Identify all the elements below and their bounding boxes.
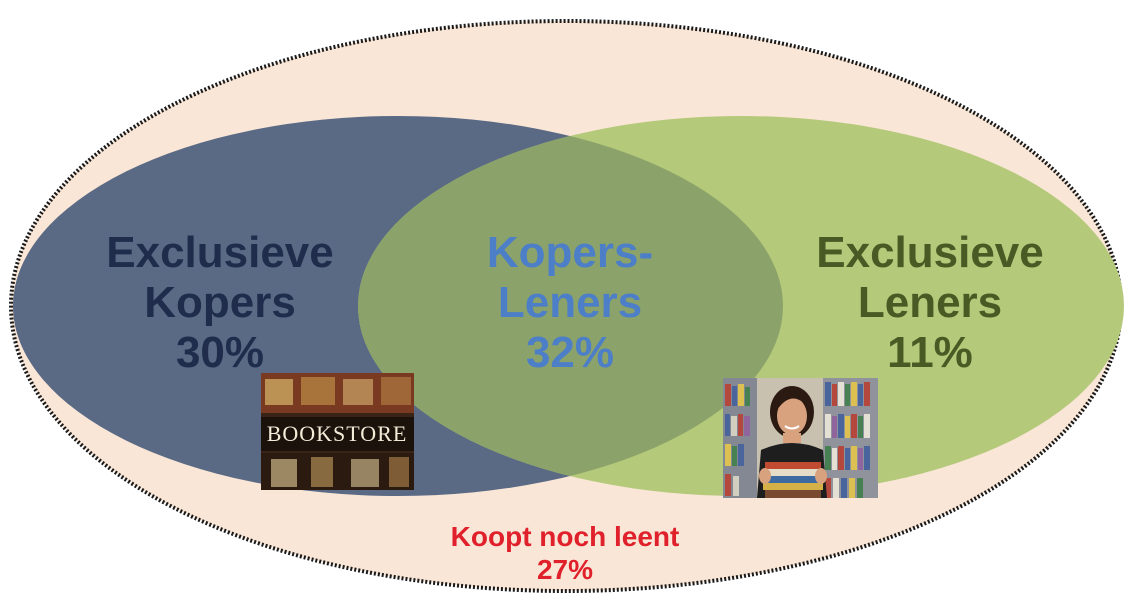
neither-line1: Koopt noch leent	[450, 521, 680, 552]
exclusive-buyers-value: 30%	[175, 328, 265, 377]
overlap-region	[358, 116, 783, 496]
exclusive-borrowers-value: 11%	[887, 328, 973, 377]
buyer-borrowers-line1: Kopers-	[486, 228, 654, 277]
bookstore-photo-icon: BOOKSTORE	[261, 373, 414, 490]
neither-label: Koopt noch leent 27%	[360, 520, 770, 586]
exclusive-buyers-line1: Exclusieve	[106, 228, 334, 277]
exclusive-borrowers-line1: Exclusieve	[816, 228, 1044, 277]
library-photo-icon	[723, 378, 878, 498]
exclusive-buyers-line2: Kopers	[144, 278, 296, 327]
buyer-borrowers-label: Kopers- Leners 32%	[445, 228, 695, 378]
exclusive-buyers-label: Exclusieve Kopers 30%	[70, 228, 370, 378]
exclusive-borrowers-line2: Leners	[857, 278, 1003, 327]
bookstore-sign: BOOKSTORE	[267, 421, 408, 446]
neither-value: 27%	[536, 554, 594, 585]
exclusive-borrowers-label: Exclusieve Leners 11%	[770, 228, 1090, 378]
buyer-borrowers-line2: Leners	[497, 278, 643, 327]
buyer-borrowers-value: 32%	[525, 328, 615, 377]
